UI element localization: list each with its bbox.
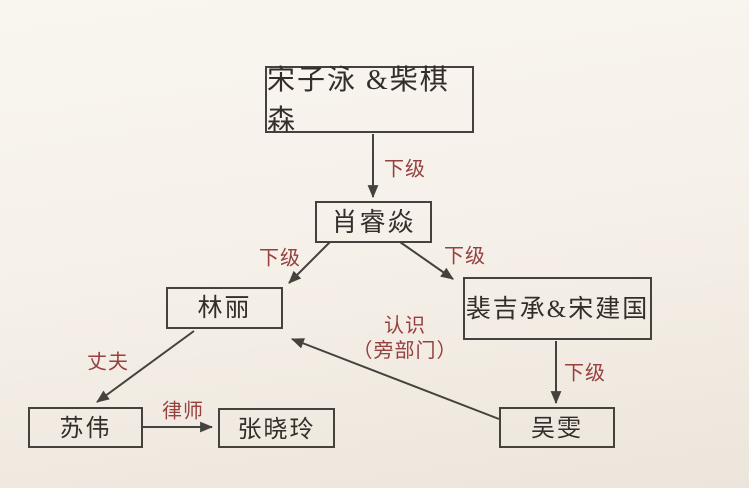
edge-label-zhangfu-lin-su: 丈夫 (87, 351, 129, 374)
node-label: 吴雯 (531, 416, 583, 442)
edge-label-xiaji-xiao-lin: 下级 (259, 247, 301, 270)
edge-lin-to-su (96, 330, 195, 403)
edge-label-xiaji-peisong-wu: 下级 (564, 362, 606, 385)
edge-label-xiaji-xiao-peisong: 下级 (444, 245, 486, 268)
node-label: 林丽 (197, 295, 252, 322)
edge-label-line2: （旁部门） (352, 340, 458, 362)
edge-xiao-to-peisong (399, 241, 454, 280)
node-lin: 林丽 (166, 287, 283, 329)
edge-label-lvshi-su-zhang: 律师 (162, 400, 204, 423)
node-label: 肖睿焱 (331, 207, 416, 237)
node-pei-song: 裴吉承&宋建国 (463, 277, 652, 340)
node-song-chai: 宋子泳 &柴棋森 (265, 65, 474, 136)
edge-label-renshi-wu-lin: 认识 （旁部门） (353, 314, 458, 364)
node-label: 苏伟 (59, 416, 112, 442)
edge-wu-to-lin (290, 338, 500, 420)
node-wu: 吴雯 (499, 407, 615, 448)
node-label: 裴吉承&宋建国 (465, 295, 650, 323)
edge-label-line1: 认识 (384, 315, 426, 337)
edge-xiao-to-lin (288, 241, 331, 284)
node-su: 苏伟 (28, 407, 143, 448)
node-xiao: 肖睿焱 (315, 201, 432, 243)
edge-label-xiaji-songchai-xiao: 下级 (384, 158, 426, 181)
node-zhang: 张晓玲 (218, 408, 335, 448)
node-label: 张晓玲 (237, 416, 316, 443)
node-label: 宋子泳 &柴棋森 (267, 64, 450, 136)
